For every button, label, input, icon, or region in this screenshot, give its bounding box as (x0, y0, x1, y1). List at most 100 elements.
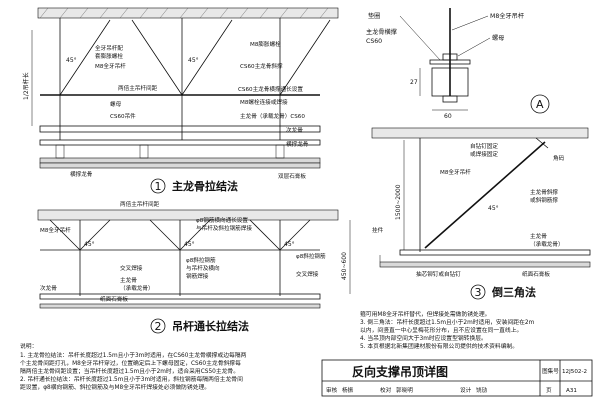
detail-2-label-rod-cross: 与吊杆及横向 (186, 264, 220, 272)
detail-a-section: 27 60 垫圈 主龙骨横撑 CS60 M8全牙吊杆 螺母 A (366, 8, 550, 120)
label-cs60-brace: CS60主龙骨斜撑 (240, 62, 283, 70)
detail-a-dim-27-label: 27 (410, 79, 418, 86)
label-expansion-bolt: 套膨胀螺栓 (95, 52, 123, 60)
detail-2-label-secondary: 次龙骨 (40, 284, 57, 292)
cross-keel-block-3 (275, 144, 285, 159)
detail-2-label-gypsum: 纸面石膏板 (100, 295, 128, 303)
brace-2 (181, 19, 233, 96)
detail-1-number: 1 (155, 180, 162, 193)
ceiling-slab (37, 7, 339, 19)
label-m8-exp-bolt: M8膨胀螺栓 (250, 40, 281, 48)
detail-2-number-circle (150, 318, 166, 334)
notes-header: 说明： (20, 342, 37, 350)
brace-1 (59, 19, 111, 96)
brace-3 (131, 19, 183, 96)
brace-4 (279, 19, 331, 96)
detail-1-number-circle (150, 178, 166, 194)
label-cs60-brace-len: CS60主龙骨横撑通长设置 (238, 85, 303, 93)
detail-2-gypsum (39, 303, 321, 309)
angle-label-2: 45° (188, 57, 199, 64)
label-cs60-hanger: CS60吊件 (110, 112, 136, 120)
detail-3-label-main-keel2: （承载龙骨） (530, 240, 564, 248)
drawing-title: 反向支撑吊顶详图 (352, 364, 448, 379)
review-label: 审核 (326, 386, 338, 394)
detail-3-label-rod: M8全牙吊杆 (440, 168, 471, 176)
check-name: 郭晓明 (396, 386, 413, 394)
label-rod-clip: 全牙吊杆配 (95, 44, 123, 52)
detail-2-label-rebar-weld2: 钢筋焊接 (186, 272, 209, 280)
detail-a-label-nut: 螺母 (492, 34, 504, 42)
title-block: 反向支撑吊顶详图 图集号 12J502-2 审核 杨振 校对 郭晓明 设计 饶劢… (321, 359, 593, 397)
detail-2-label-cross-weld-r: 交叉焊接 (296, 270, 319, 278)
note-right-4: 4. 当吊顶内部空间大于3m时应设置型钢转换层。 (360, 334, 487, 342)
detail-2-angle-2: 45° (184, 241, 195, 248)
note-line-4: 2. 吊杆通长拉结法：吊杆长度超过1.5m且小于3m时适用，斜拉钢筋每隔两倍主龙… (20, 375, 243, 383)
review-name: 杨振 (342, 386, 354, 394)
detail-a-label-rod: M8全牙吊杆 (490, 12, 524, 20)
detail-2-label-double: 两倍主吊杆间距 (120, 200, 160, 208)
note-line-2: 个主龙骨间距打孔，M8全牙吊杆穿过，位置确定后上下螺母固定，CS60主龙骨斜撑每 (20, 359, 241, 367)
detail-2-dim-label: 450~600 (341, 252, 348, 280)
note-right-1: 箍可用M8全牙吊杆替代，但焊接处需做防锈处理。 (360, 310, 490, 318)
detail-2-slab (37, 209, 339, 221)
detail-2-label-spacing: φ8钢筋横向通长设置 (196, 216, 248, 224)
label-m8-conn-bolt: M8螺栓连接或焊接 (240, 98, 288, 106)
detail-3-dim-label: 1500~2000 (395, 184, 402, 220)
gypsum-layer-1 (39, 157, 321, 164)
note-line-1: 1. 主龙骨拉结法：吊杆长度超过1.5m且小于3m时适用，在CS60主龙骨横撑或… (20, 351, 247, 359)
atlas-number: 12J502-2 (562, 369, 587, 375)
height-dimension-label: 1/2吊杆长 (22, 72, 30, 100)
detail-3-label-self-tap: 自钻钉固定 (470, 142, 498, 150)
note-right-5: 5. 本页根据北新集团建材股份有限公司提供的技术资料编制。 (360, 342, 518, 350)
detail-3-label-gypsum: 纸面石膏板 (522, 270, 550, 278)
angle-label-1: 45° (66, 57, 77, 64)
gypsum-layer-2 (39, 162, 321, 169)
slab-hatch (39, 7, 329, 19)
detail-3-number-circle (470, 284, 486, 300)
detail-a-dim-60-label: 60 (444, 113, 452, 120)
detail-3-number: 3 (475, 286, 482, 299)
check-label: 校对 (380, 386, 392, 394)
detail-3-label-angle-bar: 角码 (553, 154, 565, 162)
secondary-keel (39, 139, 321, 146)
detail-2-label-diag: φ8斜拉钢筋 (296, 252, 326, 260)
label-cross-keel: 横撑龙骨 (286, 140, 309, 148)
detail-a-label-pad: 垫圈 (368, 12, 380, 20)
detail-a-nut-top (442, 53, 458, 61)
detail-2-label-rod: M8全牙吊杆 (40, 226, 71, 234)
cross-keel-block-1 (55, 144, 65, 159)
detail-2-label-main-keel2: （承载龙骨） (120, 284, 154, 292)
detail-2-title: 吊杆通长拉结法 (172, 319, 249, 333)
detail-3-label-brace: 主龙骨斜撑 (530, 188, 558, 196)
detail-3-label-main-keel: 主龙骨 (530, 232, 547, 240)
detail-2-label-spacing2: 与吊杆及斜拉钢筋焊接 (196, 224, 252, 232)
label-double-hanger: 两倍主吊杆间距 (118, 84, 158, 92)
detail-2-label-rebar-weld: φ8斜拉钢筋 (186, 256, 216, 264)
detail-2-main-keel (39, 293, 321, 300)
detail-a-nut-bottom (442, 95, 458, 103)
detail-3-label-hanger: 挂件 (372, 226, 384, 234)
detail-3-angle-label: 45° (488, 205, 499, 212)
detail-3-gypsum (379, 261, 591, 268)
label-hanger-rod: M8全牙吊杆 (95, 62, 126, 70)
design-label: 设计 (460, 386, 472, 394)
main-keel (39, 125, 321, 133)
detail-3-label-or-weld: 或焊接固定 (470, 150, 498, 158)
detail-3-slab (371, 127, 589, 139)
label-main-keel: 主龙骨（承载龙骨）CS60 (240, 112, 305, 120)
detail-3-label-or-brace: 或斜钢筋撑 (530, 196, 558, 204)
detail-2-rod-tie: 450~600 45° 45° 45° 两倍主吊杆间距 M8全牙吊杆 φ8钢筋横… (37, 200, 351, 334)
page-label: 页 (546, 387, 552, 394)
detail-2-angle-3: 45° (284, 241, 295, 248)
cross-keel-block-2 (139, 144, 149, 159)
detail-1-main-keel-tie: 1/2吊杆长 45° 45° 全牙吊杆配 套膨胀螺栓 M8全牙吊杆 M8膨胀螺栓… (22, 7, 339, 194)
note-right-3: 以内，间竖直一中心呈梅花形分布，且不应设置在同一直线上。 (360, 326, 522, 334)
detail-3-angle-bar (535, 137, 549, 149)
detail-2-label-cross-weld: 交叉焊接 (120, 264, 143, 272)
design-name: 饶劢 (476, 386, 488, 394)
detail-a-label-brace: 主龙骨横撑 (366, 28, 397, 36)
label-cross-keel-bottom: 横撑龙骨 (70, 170, 93, 178)
detail-3-title: 倒三角法 (491, 285, 536, 299)
detail-1-title: 主龙骨拉结法 (172, 179, 238, 193)
